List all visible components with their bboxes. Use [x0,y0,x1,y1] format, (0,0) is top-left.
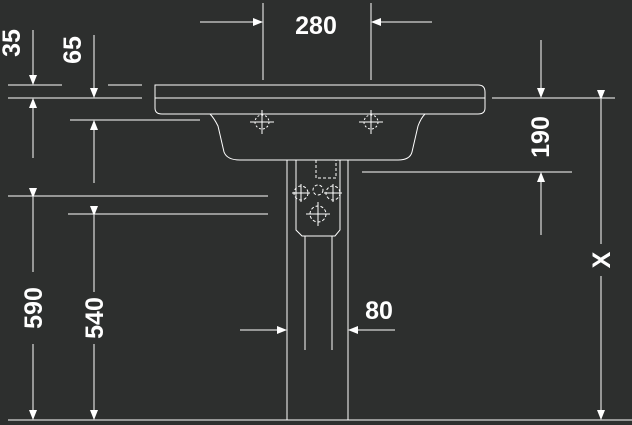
label-540: 540 [81,297,109,339]
label-80: 80 [365,297,393,325]
label-bg-x [587,244,615,276]
label-280: 280 [295,12,337,40]
label-590: 590 [20,287,48,329]
label-x: X [588,251,616,268]
drain-centerlines [292,184,342,226]
label-190: 190 [527,116,555,158]
basin-bowl [209,113,426,161]
label-35: 35 [0,29,26,57]
label-bg-540 [80,292,110,344]
tap-hole-left [250,110,274,134]
label-65: 65 [59,36,87,64]
label-bg-590 [19,272,49,344]
tap-hole-right [359,110,383,134]
basin-top-rim [154,84,486,115]
pedestal-inner [295,160,341,237]
pedestal [286,159,349,420]
